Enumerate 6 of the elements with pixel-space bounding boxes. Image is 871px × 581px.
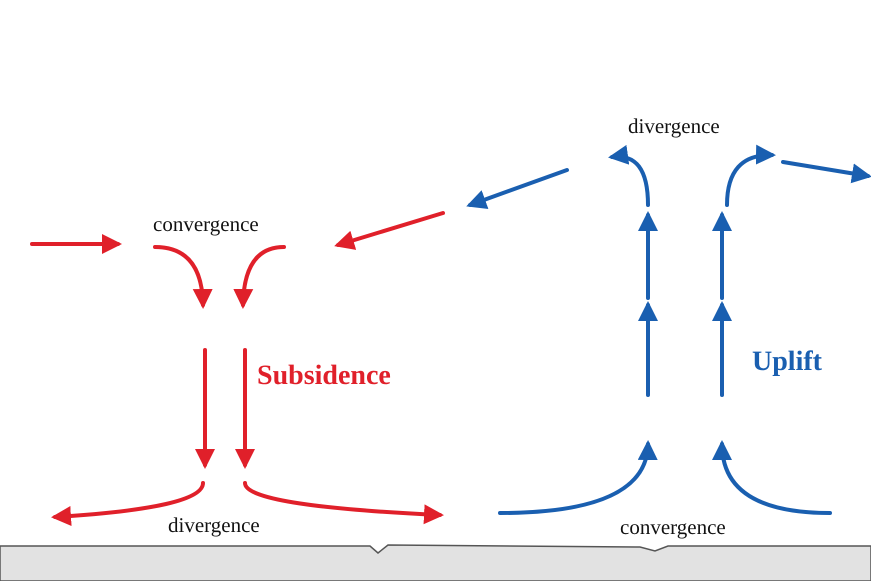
divergence-label: divergence [628,116,720,137]
convergence-label: convergence [620,517,726,538]
convergence-label: convergence [153,214,259,235]
subsidence-label: Subsidence [257,362,391,390]
divergence-label: divergence [168,515,260,536]
uplift-label: Uplift [752,348,822,376]
